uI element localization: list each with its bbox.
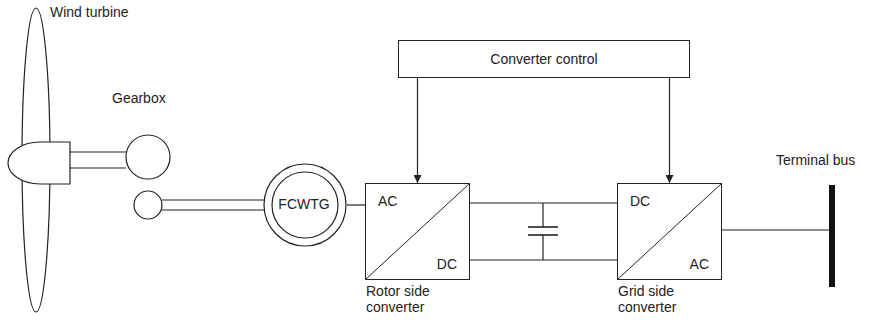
node-label: Converter control — [490, 51, 597, 67]
main-shaft — [70, 151, 126, 152]
control-arrow — [669, 78, 670, 183]
gearbox-large-gear — [126, 135, 170, 179]
capacitor-plate — [528, 226, 558, 228]
capacitor-lead — [542, 203, 543, 227]
node-label: FCWTG — [278, 196, 329, 212]
grid-wire — [722, 229, 830, 230]
converter-heading: Rotor side converter — [366, 283, 471, 315]
capacitor-lead — [542, 235, 543, 260]
port-label: AC — [378, 193, 397, 209]
generator-shaft — [162, 209, 264, 210]
gearbox-small-gear — [134, 191, 162, 219]
port-label: DC — [437, 256, 457, 272]
converter-heading: Grid side converter — [618, 283, 723, 315]
main-shaft — [70, 167, 126, 168]
bus-label: Terminal bus — [776, 152, 855, 168]
power-wire — [347, 204, 365, 205]
gearbox-label: Gearbox — [112, 90, 166, 106]
control-box: Converter control — [398, 40, 690, 78]
generator-shaft — [162, 199, 264, 200]
generator-symbol: FCWTG — [263, 163, 347, 247]
port-label: AC — [690, 256, 709, 272]
converter-box: DCACGrid side converter — [617, 183, 722, 280]
hub — [8, 142, 70, 184]
terminal-bus-bar — [829, 185, 835, 287]
control-arrow — [417, 78, 418, 183]
power-wire — [470, 202, 617, 203]
turbine-label: Wind turbine — [50, 4, 129, 20]
converter-box: ACDCRotor side converter — [365, 183, 470, 280]
port-label: DC — [630, 193, 650, 209]
